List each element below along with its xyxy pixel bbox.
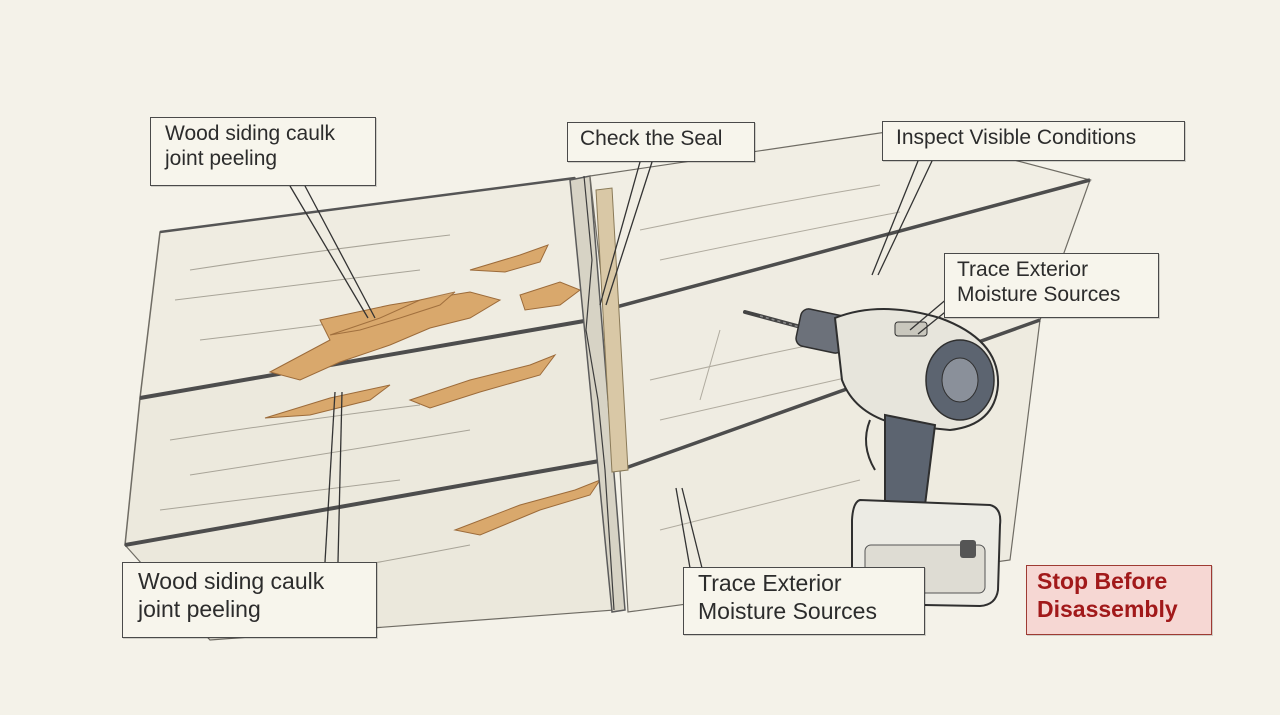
callout-trace-moisture-upper: Trace Exterior Moisture Sources — [944, 253, 1159, 318]
callout-caulk-peeling-top: Wood siding caulk joint peeling — [150, 117, 376, 186]
callout-inspect-visible-conditions: Inspect Visible Conditions — [882, 121, 1185, 161]
caulk-joint — [569, 175, 626, 613]
callout-stop-before-disassembly: Stop Before Disassembly — [1026, 565, 1212, 635]
callout-caulk-peeling-bottom: Wood siding caulk joint peeling — [122, 562, 377, 638]
callout-check-seal: Check the Seal — [567, 122, 755, 162]
callout-trace-moisture-lower: Trace Exterior Moisture Sources — [683, 567, 925, 635]
peeling-paint-patches — [264, 244, 602, 536]
